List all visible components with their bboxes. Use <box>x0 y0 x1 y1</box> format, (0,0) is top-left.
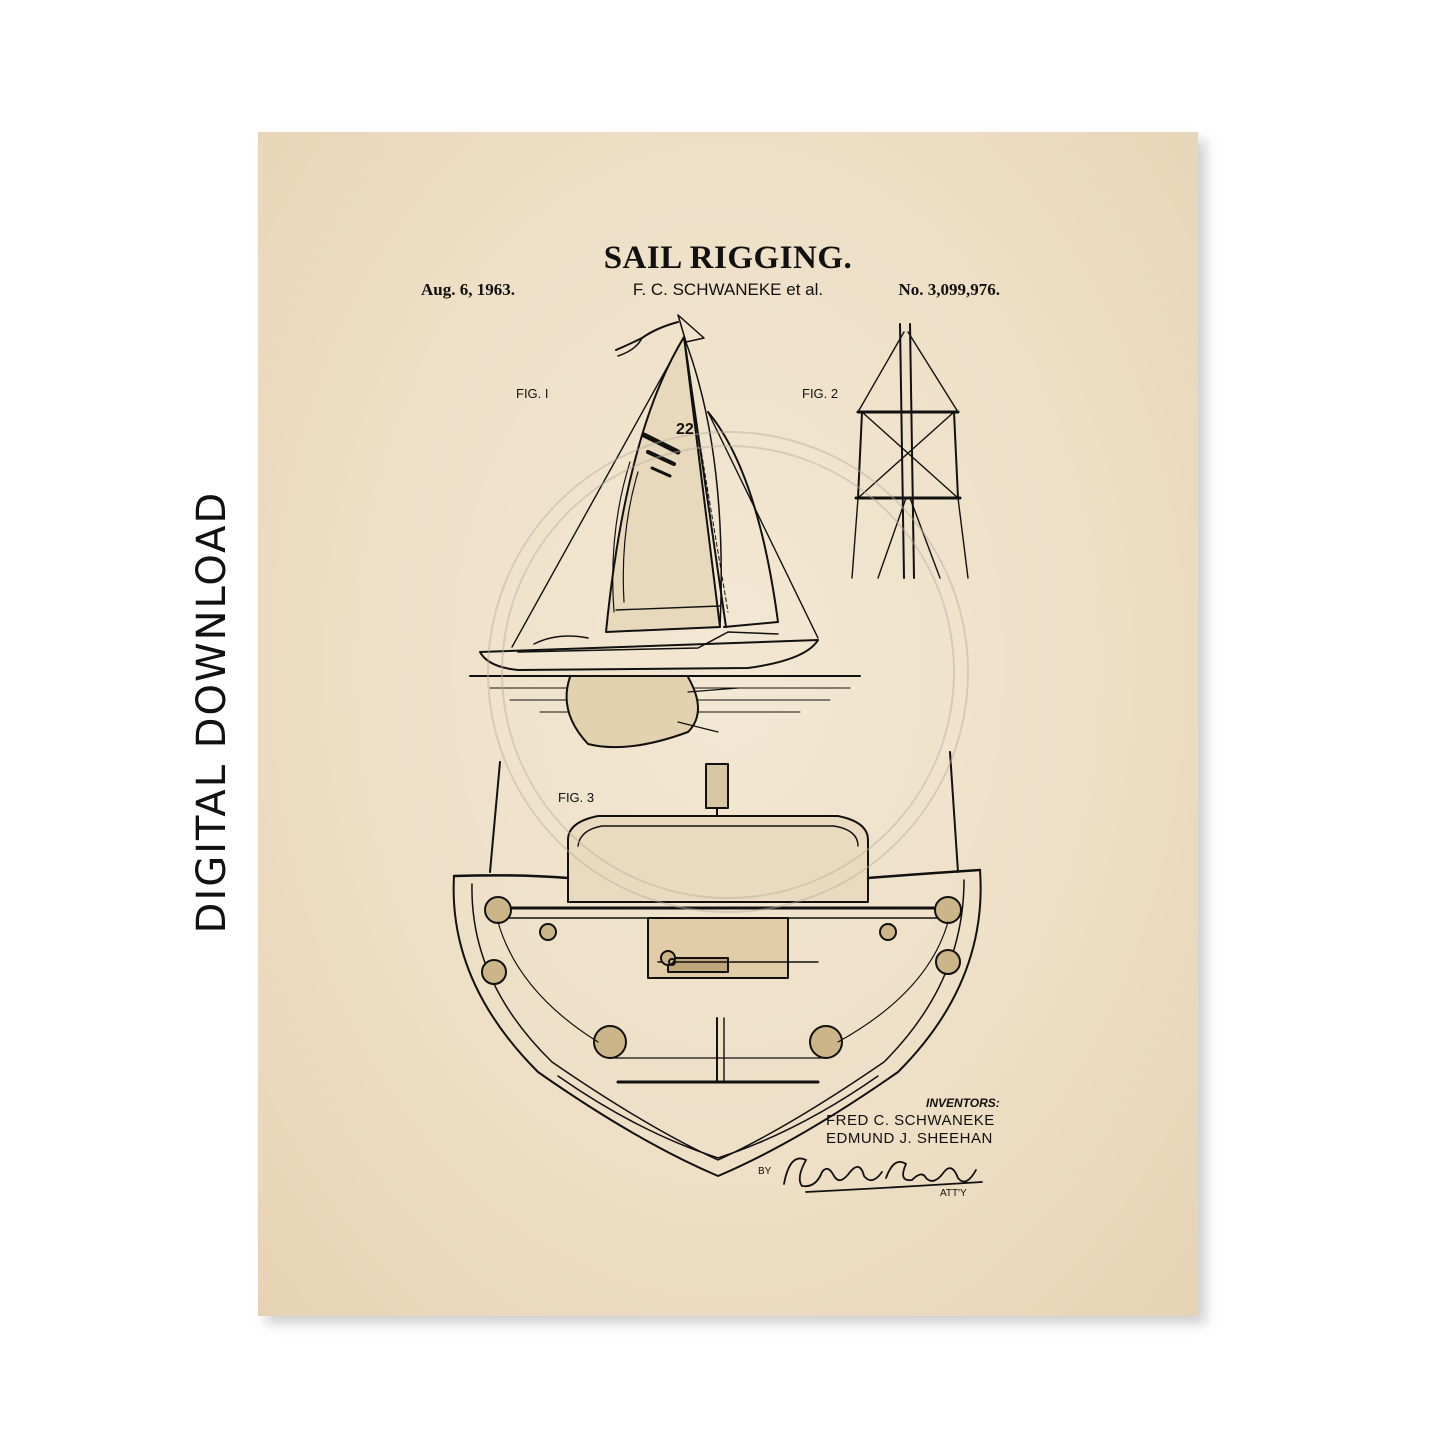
patent-date: Aug. 6, 1963. <box>421 280 515 299</box>
patent-poster: SAIL RIGGING. Aug. 6, 1963. F. C. SCHWAN… <box>258 132 1198 1316</box>
watermark <box>487 431 969 913</box>
fig1-sailboat <box>469 314 861 749</box>
fig2-mast-detail <box>851 323 969 579</box>
by-label: BY <box>758 1166 772 1177</box>
fig3-label: FIG. 3 <box>558 790 594 805</box>
patent-inventor-short: F. C. SCHWANEKE et al. <box>632 280 824 299</box>
inventor-name: FRED C. SCHWANEKE <box>826 1112 995 1129</box>
patent-number: No. 3,099,976. <box>898 280 1000 299</box>
patent-title: SAIL RIGGING. <box>603 240 853 276</box>
fig3-hull-section <box>452 751 982 1177</box>
patent-drawing: FIG. I FIG. 2 FIG. 3 22 <box>452 314 982 1177</box>
inventors-heading: INVENTORS: <box>926 1096 1000 1110</box>
fig2-label: FIG. 2 <box>802 386 838 401</box>
side-label: DIGITAL DOWNLOAD <box>189 490 235 934</box>
attorney-label: ATT'Y <box>940 1188 967 1199</box>
fig1-label: FIG. I <box>516 386 549 401</box>
sail-number: 22 <box>676 421 694 438</box>
inventor-name: EDMUND J. SHEEHAN <box>826 1130 993 1147</box>
signature <box>783 1157 983 1193</box>
